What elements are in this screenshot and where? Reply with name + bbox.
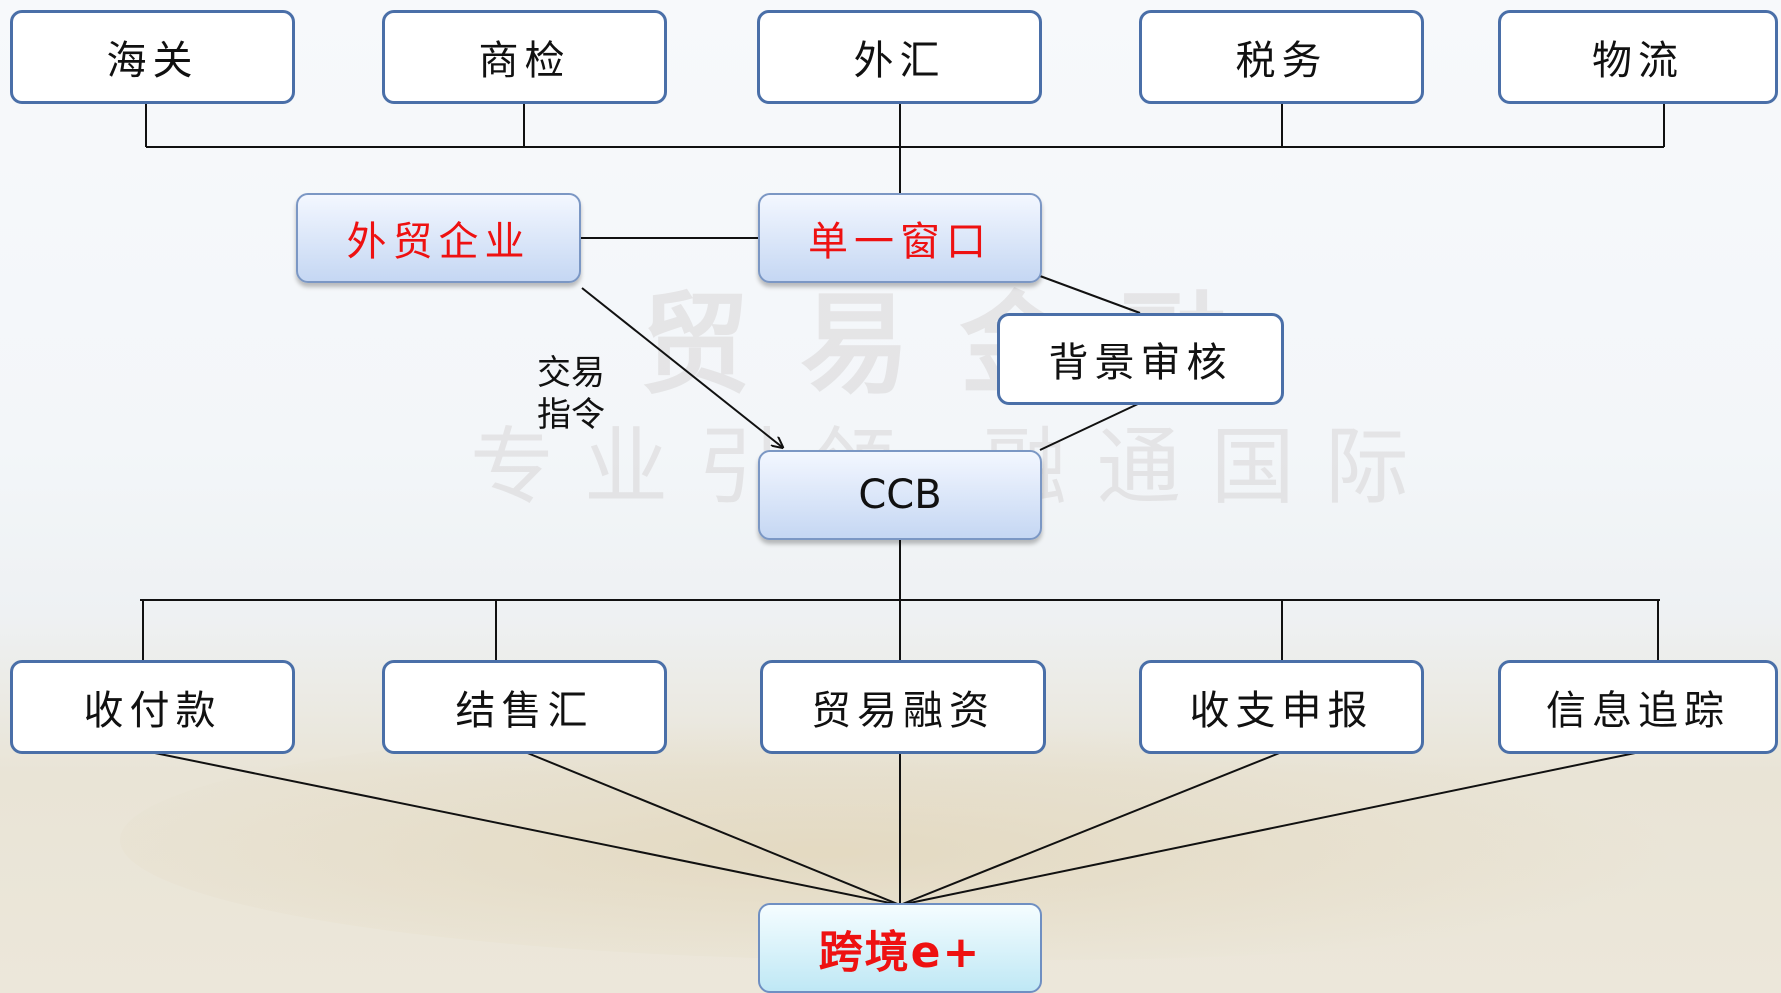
connector-fan-2 [524,751,901,906]
connector-fan-1 [149,751,901,906]
node-ccb: CCB [758,450,1042,540]
connector-review-ccb [1039,402,1141,451]
trade-instruction-label-line2: 指令 [537,395,605,435]
trade-instruction-label-line1: 交易 [537,353,605,393]
node-foreign-exchange: 外汇 [757,10,1042,104]
node-inspection: 商检 [382,10,667,104]
connector-fan-5 [899,751,1641,906]
connector-fan-4 [899,751,1283,906]
node-trade-finance: 贸易融资 [760,660,1046,754]
node-tax: 税务 [1139,10,1424,104]
node-balance-declaration: 收支申报 [1139,660,1424,754]
node-cross-border-platform: 跨境e+ [758,903,1042,993]
node-fx-settlement: 结售汇 [382,660,667,754]
node-information-tracking: 信息追踪 [1498,660,1778,754]
trade-instruction-arrow [581,287,782,447]
connector-window-review [1039,275,1141,314]
node-receipt-payment: 收付款 [10,660,295,754]
node-background-review: 背景审核 [997,313,1284,405]
node-single-window: 单一窗口 [758,193,1042,283]
node-trade-enterprise: 外贸企业 [296,193,581,283]
node-logistics: 物流 [1498,10,1778,104]
node-customs: 海关 [10,10,295,104]
